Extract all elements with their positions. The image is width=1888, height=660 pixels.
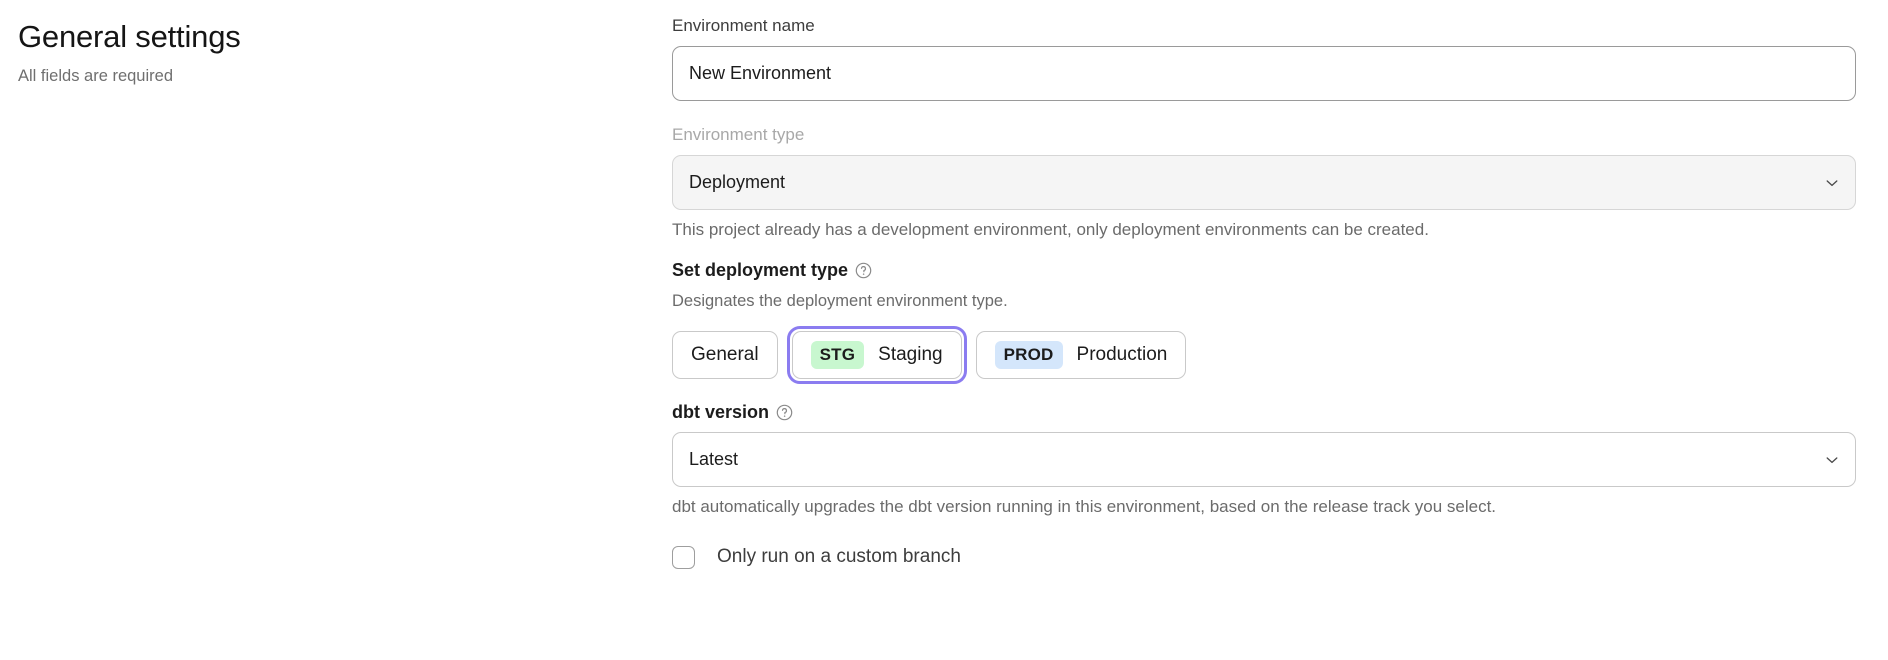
environment-name-label: Environment name bbox=[672, 16, 815, 35]
question-circle-icon[interactable] bbox=[776, 404, 793, 421]
settings-form: Environment name Environment type Deploy… bbox=[672, 14, 1856, 569]
deployment-type-segmented-control: General STG Staging PROD Production bbox=[672, 326, 1856, 384]
dbt-version-helper: dbt automatically upgrades the dbt versi… bbox=[672, 497, 1497, 516]
dbt-version-label: dbt version bbox=[672, 402, 770, 422]
spacer bbox=[672, 384, 1856, 400]
environment-type-value: Deployment bbox=[689, 172, 786, 192]
dbt-version-heading: dbt version bbox=[672, 400, 1856, 424]
page-title: General settings bbox=[18, 19, 241, 54]
stg-badge: STG bbox=[810, 341, 865, 369]
environment-type-select-wrap: Deployment bbox=[672, 155, 1856, 210]
dbt-version-select-wrap: Latest bbox=[672, 432, 1856, 487]
spacer bbox=[672, 101, 1856, 123]
settings-header: General settings All fields are required bbox=[18, 18, 618, 87]
dbt-version-select[interactable]: Latest bbox=[672, 432, 1856, 487]
dbt-version-value: Latest bbox=[689, 449, 739, 469]
deployment-type-heading: Set deployment type bbox=[672, 258, 1856, 282]
deployment-type-option-staging-focus-ring: STG Staging bbox=[786, 326, 967, 384]
field-deployment-type: Set deployment type Designates the deplo… bbox=[672, 258, 1856, 384]
field-environment-type: Environment type Deployment This project… bbox=[672, 123, 1856, 242]
deployment-type-heading-text: Set deployment type bbox=[672, 260, 849, 280]
custom-branch-checkbox[interactable] bbox=[672, 545, 695, 569]
deployment-type-description: Designates the deployment environment ty… bbox=[672, 292, 1008, 310]
page-subtitle: All fields are required bbox=[18, 67, 173, 85]
environment-type-helper: This project already has a development e… bbox=[672, 220, 1429, 239]
deployment-type-option-staging-label: Staging bbox=[878, 344, 943, 365]
environment-type-label: Environment type bbox=[672, 125, 805, 144]
environment-name-input[interactable] bbox=[672, 46, 1856, 101]
deployment-type-option-general-label: General bbox=[691, 344, 759, 365]
prod-badge: PROD bbox=[994, 341, 1063, 369]
deployment-type-option-production[interactable]: PROD Production bbox=[975, 331, 1187, 379]
environment-type-select[interactable]: Deployment bbox=[672, 155, 1856, 210]
deployment-type-option-general[interactable]: General bbox=[672, 331, 778, 379]
deployment-type-option-staging[interactable]: STG Staging bbox=[791, 331, 962, 379]
spacer bbox=[672, 242, 1856, 258]
field-custom-branch: Only run on a custom branch bbox=[672, 545, 1856, 569]
field-environment-name: Environment name bbox=[672, 14, 1856, 101]
custom-branch-label: Only run on a custom branch bbox=[717, 546, 961, 567]
deployment-type-option-production-label: Production bbox=[1076, 344, 1168, 365]
field-dbt-version: dbt version Latest bbox=[672, 400, 1856, 519]
question-circle-icon[interactable] bbox=[855, 262, 872, 279]
